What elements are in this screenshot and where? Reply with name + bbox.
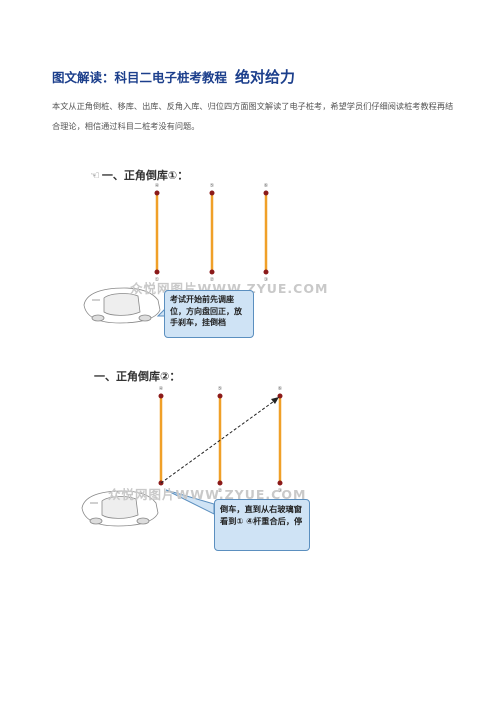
intro-paragraph: 本文从正角倒桩、移库、出库、反角入库、归位四方面图文解读了电子桩考，希望学员们仔… <box>52 101 454 131</box>
callout-box: 考试开始前先调座位，方向盘回正，放手刹车，挂倒档 <box>164 290 254 338</box>
title-emphasis: 绝对给力 <box>235 68 296 86</box>
hand-icon: ☜ <box>90 169 100 182</box>
pole-label-bottom: ② <box>210 277 215 283</box>
section2-title: 一、正角倒库②： <box>94 370 181 383</box>
title-main: 图文解读：科目二电子桩考教程 <box>52 70 228 85</box>
pole-label-top: ⑤ <box>210 183 214 189</box>
pole-label-top: ④ <box>155 183 160 189</box>
page-title: 图文解读：科目二电子桩考教程绝对给力 <box>52 66 295 87</box>
watermark: 众悦网图片WWW.ZYUE.COM <box>108 487 307 502</box>
pole-1 <box>154 190 160 275</box>
pole-label-bottom: ③ <box>264 277 268 283</box>
car-illustration <box>83 287 161 324</box>
pole-2 <box>209 190 215 275</box>
pole-label-top: ⑥ <box>264 183 269 189</box>
section1-heading: ☜一、正角倒库①： <box>90 167 188 183</box>
pole-label-bottom: ① <box>155 277 160 283</box>
callout-box: 倒车，直到从右玻璃窗看到① ④杆重合后，停 <box>214 499 310 551</box>
section2-heading: 一、正角倒库②： <box>94 368 180 384</box>
pole-3 <box>263 190 269 275</box>
section1-title: 一、正角倒库①： <box>101 169 189 182</box>
